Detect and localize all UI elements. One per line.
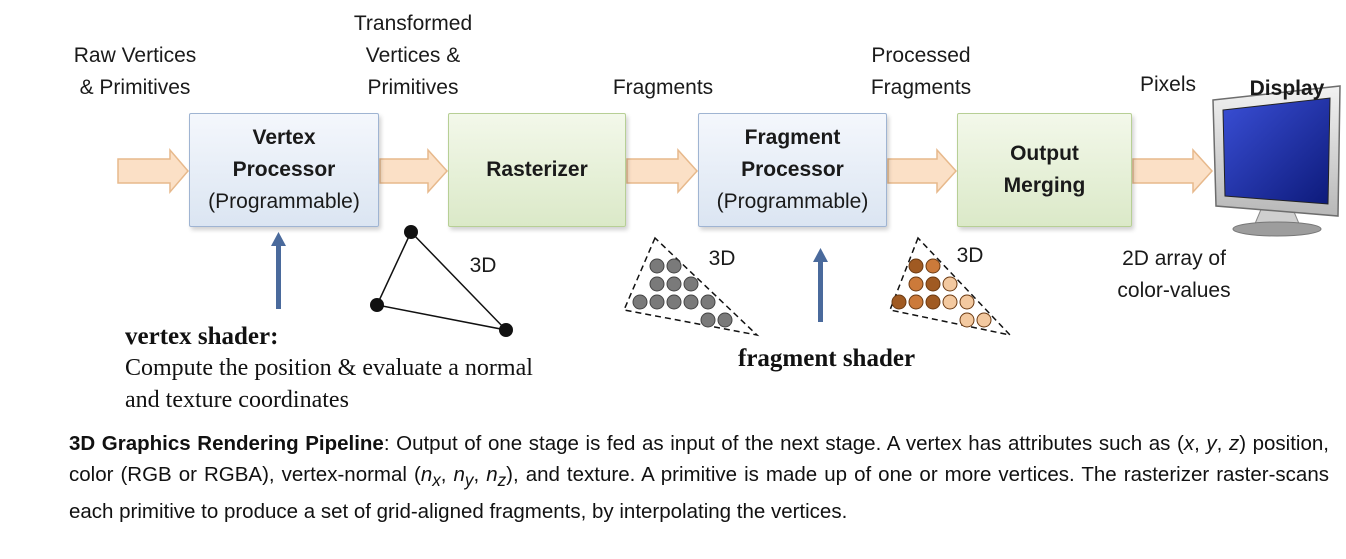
flow-arrow-processed xyxy=(887,148,958,194)
label-display: Display xyxy=(1249,77,1325,100)
label-transformed-vertices: Transformed Vertices & Primitives xyxy=(333,8,493,104)
label-raw-line1: Raw Vertices xyxy=(73,44,197,67)
triangle-primitive-icon xyxy=(370,225,513,337)
vertex-shader-title: vertex shader: xyxy=(125,323,279,350)
caption-comma-4: , xyxy=(473,463,487,486)
caption-title: 3D Graphics Rendering Pipeline xyxy=(69,432,384,455)
flow-arrow-pixels xyxy=(1132,148,1214,194)
caption-sub-y: y xyxy=(464,471,474,491)
rasterizer-title: Rasterizer xyxy=(486,158,588,181)
vertex-shader-desc-line2: and texture coordinates xyxy=(125,387,349,413)
label-processed-line2: Fragments xyxy=(870,76,972,99)
label-transformed-line1: Transformed xyxy=(353,12,473,35)
flow-arrow-fragments xyxy=(626,148,699,194)
label-transformed-line3: Primitives xyxy=(367,76,459,99)
caption-text-1: : Output of one stage is fed as input of… xyxy=(383,432,1184,455)
tag-3d-triangle: 3D xyxy=(469,254,497,277)
colored-fragments-icon xyxy=(888,236,1013,337)
fragment-processor-title-line2: Processor xyxy=(741,158,844,181)
rasterizer-box: Rasterizer xyxy=(448,113,626,227)
label-raw-line2: & Primitives xyxy=(79,76,191,99)
vertex-processor-title-line2: Processor xyxy=(232,158,336,181)
caption-comma-1: , xyxy=(1194,432,1207,455)
caption-var-x: x xyxy=(1183,432,1195,455)
caption-text-3: ), and texture. A primitive is made up o… xyxy=(69,463,1329,524)
monitor-icon xyxy=(1212,85,1341,237)
output-merging-title-line1: Output xyxy=(1010,142,1079,165)
tag-3d-colored-fragments: 3D xyxy=(956,244,984,267)
flow-arrow-raw xyxy=(117,147,189,195)
caption-nz: n xyxy=(486,463,498,486)
vertex-processor-subtitle: (Programmable) xyxy=(208,190,360,213)
caption-sub-z: z xyxy=(497,471,507,491)
caption-ny: n xyxy=(453,463,465,486)
tag-3d-gray-fragments: 3D xyxy=(708,247,736,270)
label-2d-array: 2D array of color-values xyxy=(1094,243,1254,307)
label-processed-fragments: Processed Fragments xyxy=(841,40,1001,104)
caption-comma-3: , xyxy=(440,463,454,486)
caption-var-y: y xyxy=(1206,432,1217,455)
vertex-processor-box: Vertex Processor (Programmable) xyxy=(189,113,379,227)
fragment-processor-subtitle: (Programmable) xyxy=(716,190,869,213)
caption-nx: n xyxy=(420,463,433,486)
caption-sub-x: x xyxy=(432,471,441,491)
label-processed-line1: Processed xyxy=(871,44,971,67)
gray-fragments-icon xyxy=(622,236,760,337)
output-merging-box: Output Merging xyxy=(957,113,1132,227)
label-pixels: Pixels xyxy=(1139,73,1197,96)
vertex-shader-arrow-icon xyxy=(271,232,286,309)
fragment-shader-arrow-icon xyxy=(813,248,828,322)
fragment-processor-box: Fragment Processor (Programmable) xyxy=(698,113,887,227)
vertex-shader-block: vertex shader: Compute the position & ev… xyxy=(125,322,533,416)
fragment-shader-title: fragment shader xyxy=(738,345,916,372)
flow-arrow-transformed xyxy=(379,148,449,194)
vertex-shader-desc-line1: Compute the position & evaluate a normal xyxy=(125,355,533,381)
flow-arrows xyxy=(117,147,1214,195)
caption-var-z: z xyxy=(1228,432,1240,455)
caption-text-2: ) position, color (RGB or RGBA), vertex-… xyxy=(69,432,1329,486)
label-array-line2: color-values xyxy=(1117,279,1231,302)
label-raw-vertices: Raw Vertices & Primitives xyxy=(55,40,215,104)
label-transformed-line2: Vertices & xyxy=(365,44,461,67)
vertex-processor-title-line1: Vertex xyxy=(252,126,316,149)
output-merging-title-line2: Merging xyxy=(1003,174,1086,197)
caption-paragraph: 3D Graphics Rendering Pipeline: Output o… xyxy=(69,428,1329,527)
fragment-processor-title-line1: Fragment xyxy=(744,126,841,149)
caption-comma-2: , xyxy=(1216,432,1229,455)
label-fragments: Fragments xyxy=(612,76,714,99)
label-array-line1: 2D array of xyxy=(1122,247,1226,270)
